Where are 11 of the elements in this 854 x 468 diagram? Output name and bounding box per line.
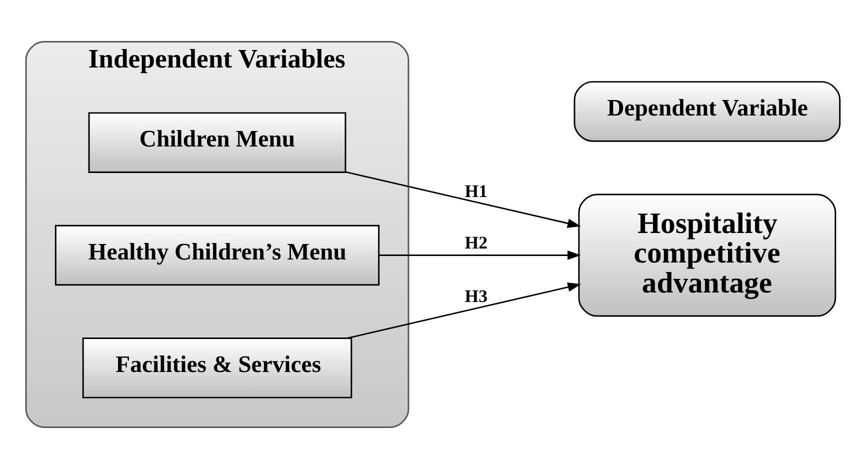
arrow — [346, 170, 581, 228]
edge-label: H1 — [464, 180, 488, 200]
node-box: Children Menu — [88, 112, 346, 172]
arrow — [347, 282, 582, 338]
arrow — [378, 250, 581, 260]
edge-label: H3 — [464, 286, 488, 306]
node-box: Dependent Variable — [574, 80, 841, 142]
edge-label: H2 — [464, 232, 488, 252]
node-box: Facilities & Services — [82, 337, 352, 398]
node-box: Hospitality competitive advantage — [578, 193, 836, 316]
node-box: Healthy Children’s Menu — [54, 224, 380, 286]
